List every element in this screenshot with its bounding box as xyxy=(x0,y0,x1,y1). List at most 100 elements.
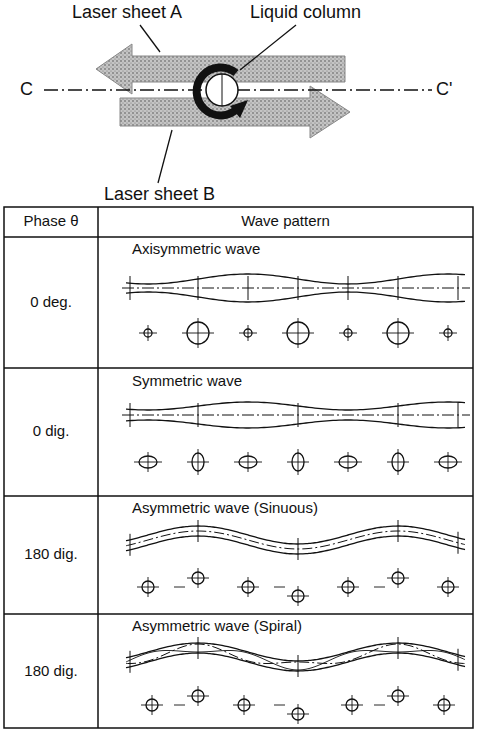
rotation-arrow xyxy=(197,67,238,115)
tick-mark xyxy=(198,520,199,542)
section-axis xyxy=(448,577,449,597)
cross-section xyxy=(239,456,257,468)
leader-line xyxy=(158,130,172,183)
wave-line xyxy=(126,402,465,410)
section-axis xyxy=(152,695,153,715)
wave-line xyxy=(126,274,465,284)
cross-section xyxy=(287,322,309,344)
tick-mark xyxy=(458,276,459,300)
section-axis xyxy=(374,587,385,588)
cross-section xyxy=(344,329,352,337)
section-axis xyxy=(298,704,299,724)
tick-mark xyxy=(398,520,399,542)
cross-section xyxy=(342,581,354,593)
cross-section xyxy=(442,581,454,593)
tick-mark xyxy=(398,276,399,300)
section-axis xyxy=(248,577,249,597)
tick-mark xyxy=(298,403,299,427)
tick-mark xyxy=(298,276,299,300)
cross-section xyxy=(439,456,457,468)
part-name: Laser sheet B xyxy=(104,184,215,205)
cross-section xyxy=(192,453,204,471)
table-cell: 180 dig. xyxy=(4,545,98,562)
table-header: Phase θ xyxy=(4,212,98,229)
tick-mark xyxy=(348,276,349,300)
tick-mark xyxy=(198,276,199,300)
table-cell: Axisymmetric wave xyxy=(132,240,260,257)
axis-mark xyxy=(222,74,223,106)
wave-drawings xyxy=(122,274,470,724)
tick-mark xyxy=(130,534,131,556)
table-grid xyxy=(4,207,473,728)
wave-line xyxy=(126,650,465,669)
tick-mark xyxy=(130,651,131,673)
cross-section xyxy=(292,590,304,602)
section-axis xyxy=(148,452,149,472)
wave-line xyxy=(126,644,465,663)
cross-section xyxy=(192,690,204,702)
tick-mark xyxy=(458,532,459,554)
cross-section xyxy=(444,329,452,337)
section-axis xyxy=(348,452,349,472)
wave-line xyxy=(126,420,465,428)
table-cell: 0 dig. xyxy=(4,422,98,439)
cross-section xyxy=(292,453,304,471)
section-axis xyxy=(398,568,399,588)
section-axis xyxy=(148,577,149,597)
cross-section xyxy=(438,699,450,711)
wave-line xyxy=(126,292,465,302)
liquid-column xyxy=(206,74,238,106)
cross-section xyxy=(187,322,209,344)
leader-line xyxy=(140,25,160,52)
table-cell: Symmetric wave xyxy=(132,372,242,389)
part-name: Laser sheet A xyxy=(72,2,182,23)
wave-line xyxy=(126,643,465,661)
wave-line xyxy=(122,288,470,289)
wave-line xyxy=(126,531,465,549)
cross-section xyxy=(242,581,254,593)
cross-section xyxy=(292,708,304,720)
leader-line xyxy=(240,25,296,70)
tick-mark xyxy=(248,276,249,300)
cross-section xyxy=(142,581,154,593)
section-axis xyxy=(148,325,149,341)
section-axis xyxy=(248,452,249,472)
cross-section xyxy=(392,690,404,702)
tick-mark xyxy=(198,403,199,427)
section-axis xyxy=(348,577,349,597)
section-axis xyxy=(298,586,299,606)
tick-mark xyxy=(298,655,299,677)
tick-mark xyxy=(198,637,199,659)
table-cell: Asymmetric wave (Sinuous) xyxy=(132,499,318,516)
cross-section xyxy=(392,453,404,471)
cross-section xyxy=(139,456,157,468)
cross-section xyxy=(238,699,250,711)
section-axis xyxy=(348,325,349,341)
section-axis xyxy=(352,695,353,715)
section-axis xyxy=(244,695,245,715)
wave-line xyxy=(126,526,465,544)
cross-section xyxy=(346,699,358,711)
section-axis xyxy=(374,705,385,706)
tick-mark xyxy=(298,538,299,560)
table-cell: 0 deg. xyxy=(4,293,98,310)
table-header: Wave pattern xyxy=(98,212,473,229)
section-axis xyxy=(274,587,285,588)
section-mark: C xyxy=(20,79,33,100)
tick-mark xyxy=(398,637,399,659)
section-axis xyxy=(198,686,199,706)
section-axis xyxy=(444,695,445,715)
section-axis xyxy=(174,705,185,706)
cross-section xyxy=(339,456,357,468)
cross-section xyxy=(387,322,409,344)
section-axis xyxy=(448,325,449,341)
tick-mark xyxy=(130,276,131,300)
arrow-head xyxy=(230,100,248,118)
cross-section xyxy=(146,699,158,711)
table-cell: 180 dig. xyxy=(4,662,98,679)
wave-line xyxy=(122,415,470,416)
tick-mark xyxy=(398,403,399,427)
cross-section xyxy=(192,572,204,584)
wave-line xyxy=(126,536,465,554)
